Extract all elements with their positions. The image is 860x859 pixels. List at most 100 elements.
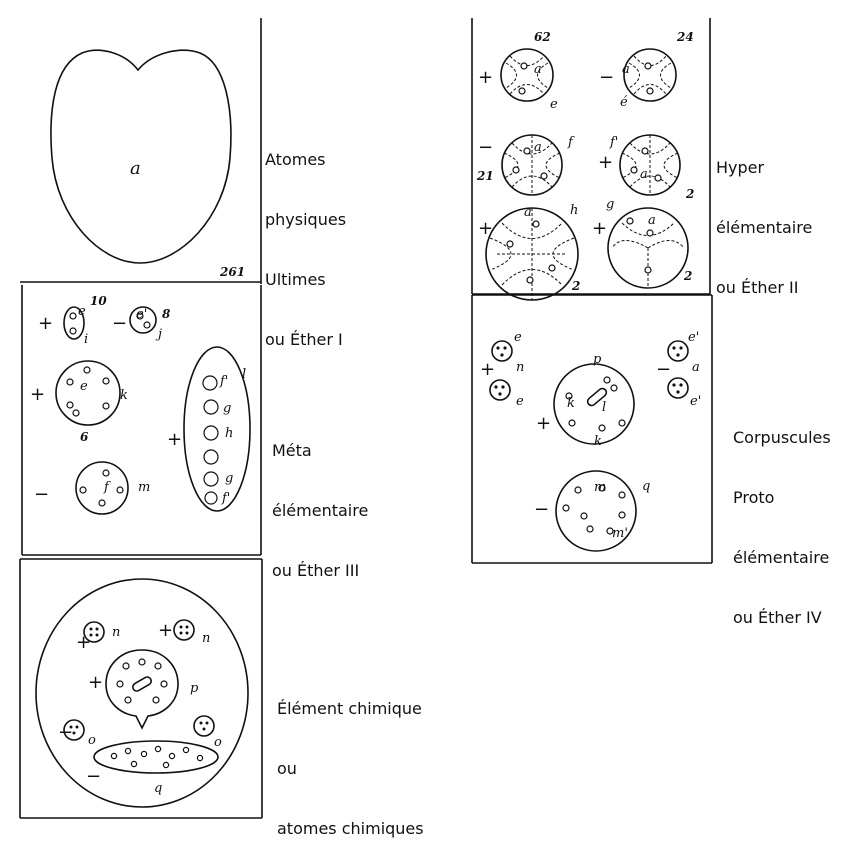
- proto-atom-plus: + p k l k: [536, 352, 635, 449]
- caption-line: ou Éther III: [272, 561, 360, 580]
- number-21: 21: [476, 169, 494, 183]
- plus-sign: +: [38, 313, 53, 334]
- caption-line: Méta: [272, 441, 312, 460]
- label-q: q: [642, 479, 650, 494]
- label-n: n: [112, 625, 120, 640]
- caption-line: ou Éther I: [265, 330, 343, 349]
- number-62: 62: [534, 30, 551, 44]
- caption-line: élémentaire: [716, 218, 813, 237]
- proto-atom-minus: − m q m': [534, 470, 650, 552]
- plus-sign: +: [167, 429, 182, 450]
- chemical-element-svg: + n + n + p − o o: [19, 558, 263, 819]
- chem-q-oval: − q: [86, 740, 219, 796]
- number-2: 2: [683, 269, 692, 283]
- proto-pair-right: − e' a e': [656, 330, 701, 409]
- hyper-atom-62: 62 + a e: [478, 30, 558, 112]
- meta-atom-10: + 10 e i: [38, 294, 107, 347]
- caption-line: ou Éther IV: [733, 608, 822, 627]
- plus-sign: +: [592, 218, 607, 239]
- label-h: h: [225, 426, 233, 441]
- label-e: e: [80, 379, 88, 394]
- plus-sign: +: [536, 413, 551, 434]
- heart-atom-outline: [50, 49, 232, 264]
- label-e-prime: e': [690, 394, 701, 409]
- minus-sign: −: [112, 313, 127, 334]
- label-a: a: [534, 62, 542, 77]
- minus-sign: −: [34, 484, 49, 505]
- minus-sign: −: [58, 722, 73, 743]
- plus-sign: +: [598, 152, 613, 173]
- chem-o-left: − o: [58, 719, 96, 748]
- chemical-atom-outline: [35, 578, 249, 808]
- caption-line: physiques: [265, 210, 347, 229]
- label-e: e: [514, 330, 522, 345]
- plus-sign: +: [76, 632, 91, 653]
- ether-4-diagram: + e n e + p k l k − e' a e': [471, 293, 714, 566]
- label-i: i: [84, 332, 88, 347]
- label-a: a: [622, 62, 630, 77]
- caption-line: atomes chimiques: [277, 819, 424, 838]
- caption-line: élémentaire: [733, 548, 830, 567]
- hyper-atom-2a: + f' a 2: [598, 134, 694, 201]
- caption-line: Corpuscules: [733, 428, 831, 447]
- hyper-atom-21: − 21 a f: [476, 134, 575, 196]
- ether-2-diagram: 62 + a e 24 − a é − 21 a f: [471, 18, 712, 301]
- caption-line: élémentaire: [272, 501, 369, 520]
- number-8: 8: [162, 307, 171, 321]
- label-f-prime: f': [219, 374, 228, 389]
- minus-sign: −: [599, 67, 614, 88]
- label-a: a: [648, 213, 656, 228]
- meta-atom-6: + e k 6: [30, 360, 128, 444]
- caption-line: Proto: [733, 488, 775, 507]
- label-g: g: [223, 401, 231, 416]
- label-g: g: [606, 197, 614, 212]
- label-f: f: [103, 480, 111, 495]
- minus-sign: −: [656, 359, 671, 380]
- plus-sign: +: [88, 672, 103, 693]
- caption-ether-1: Atomes physiques Ultimes ou Éther I: [265, 110, 346, 370]
- meta-atom-oval: + l f' g h g f': [167, 346, 251, 512]
- label-p: p: [190, 681, 199, 696]
- number-2: 2: [685, 187, 694, 201]
- chemical-element-diagram: + n + n + p − o o: [19, 556, 264, 821]
- caption-line: Atomes: [265, 150, 326, 169]
- label-a: a: [130, 158, 141, 179]
- hyper-atom-2c: + g a 2: [592, 197, 692, 289]
- label-g: g: [225, 471, 233, 486]
- ether-1-diagram: a 261: [20, 18, 262, 286]
- figure-number: 261: [219, 265, 245, 279]
- label-j: j: [155, 327, 162, 342]
- label-m: m: [138, 480, 150, 495]
- ether-4-svg: + e n e + p k l k − e' a e': [471, 294, 713, 564]
- caption-ether-4: Corpuscules Proto élémentaire ou Éther I…: [733, 388, 831, 648]
- label-l: l: [602, 400, 606, 415]
- number-24: 24: [676, 30, 694, 44]
- ether-3-svg: + 10 e i − 8 e' j + e k 6 + l: [21, 285, 262, 556]
- label-o: o: [88, 733, 96, 748]
- ether-1-svg: a 261: [20, 18, 262, 284]
- plus-sign: +: [480, 359, 495, 380]
- label-h: h: [570, 203, 578, 218]
- label-e-prime: e': [136, 307, 147, 322]
- label-e: e: [550, 97, 558, 112]
- label-l: l: [242, 367, 246, 382]
- label-p: p: [593, 352, 602, 367]
- label-m-prime: m': [612, 526, 628, 541]
- caption-line: Ultimes: [265, 270, 326, 289]
- chem-n-left: + n: [76, 621, 120, 653]
- minus-sign: −: [478, 137, 493, 158]
- chem-n-right: + n: [158, 619, 210, 646]
- minus-sign: −: [86, 766, 101, 787]
- label-a: a: [640, 167, 648, 182]
- label-k: k: [567, 396, 575, 411]
- label-e-acute: é: [620, 95, 628, 110]
- ether-2-svg: 62 + a e 24 − a é − 21 a f: [471, 18, 711, 301]
- plus-sign: +: [158, 620, 173, 641]
- caption-line: ou: [277, 759, 297, 778]
- label-e: e: [516, 394, 524, 409]
- label-k: k: [120, 388, 128, 403]
- caption-line: ou Éther II: [716, 278, 799, 297]
- label-n: n: [516, 360, 524, 375]
- plus-sign: +: [30, 384, 45, 405]
- label-a: a: [692, 360, 700, 375]
